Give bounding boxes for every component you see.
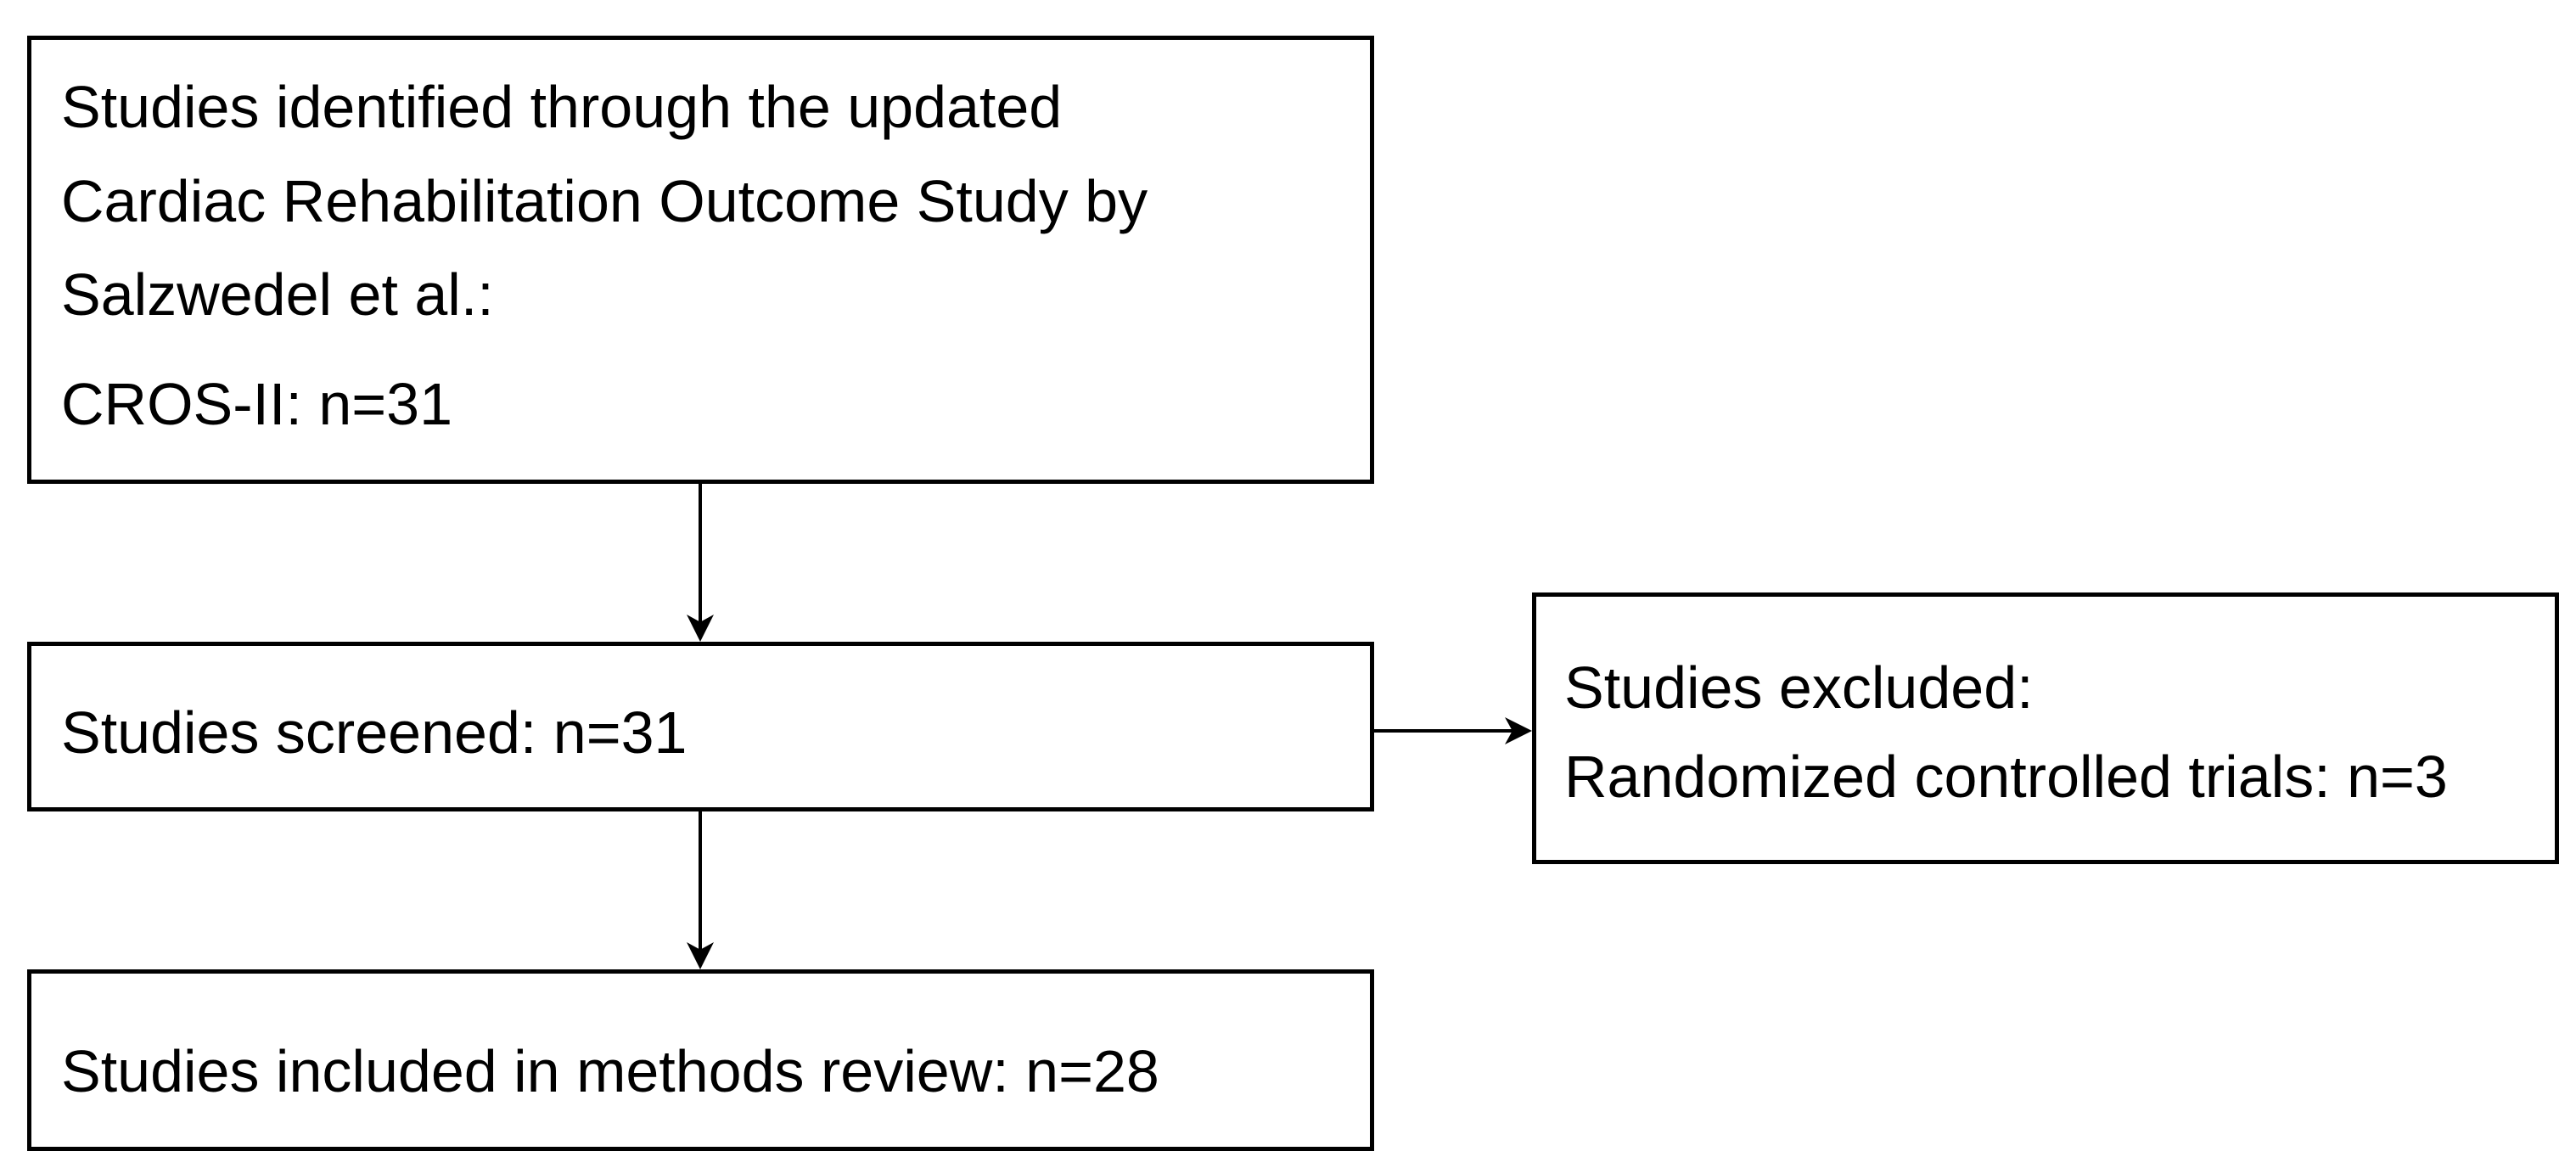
included-studies-box: Studies included in methods review: n=28: [27, 969, 1374, 1151]
screened-studies-box: Studies screened: n=31: [27, 642, 1374, 811]
included-count: Studies included in methods review: n=28: [61, 1038, 1159, 1104]
identified-line-3: Salzwedel et al.:: [61, 261, 494, 328]
identified-count: CROS-II: n=31: [61, 371, 453, 437]
excluded-count: Randomized controlled trials: n=3: [1564, 744, 2448, 810]
excluded-heading: Studies excluded:: [1564, 654, 2034, 721]
excluded-studies-box: Studies excluded: Randomized controlled …: [1532, 592, 2559, 864]
identified-studies-box: Studies identified through the updated C…: [27, 36, 1374, 484]
screened-count: Studies screened: n=31: [61, 699, 687, 766]
identified-line-2: Cardiac Rehabilitation Outcome Study by: [61, 168, 1148, 234]
identified-line-1: Studies identified through the updated: [61, 74, 1063, 140]
